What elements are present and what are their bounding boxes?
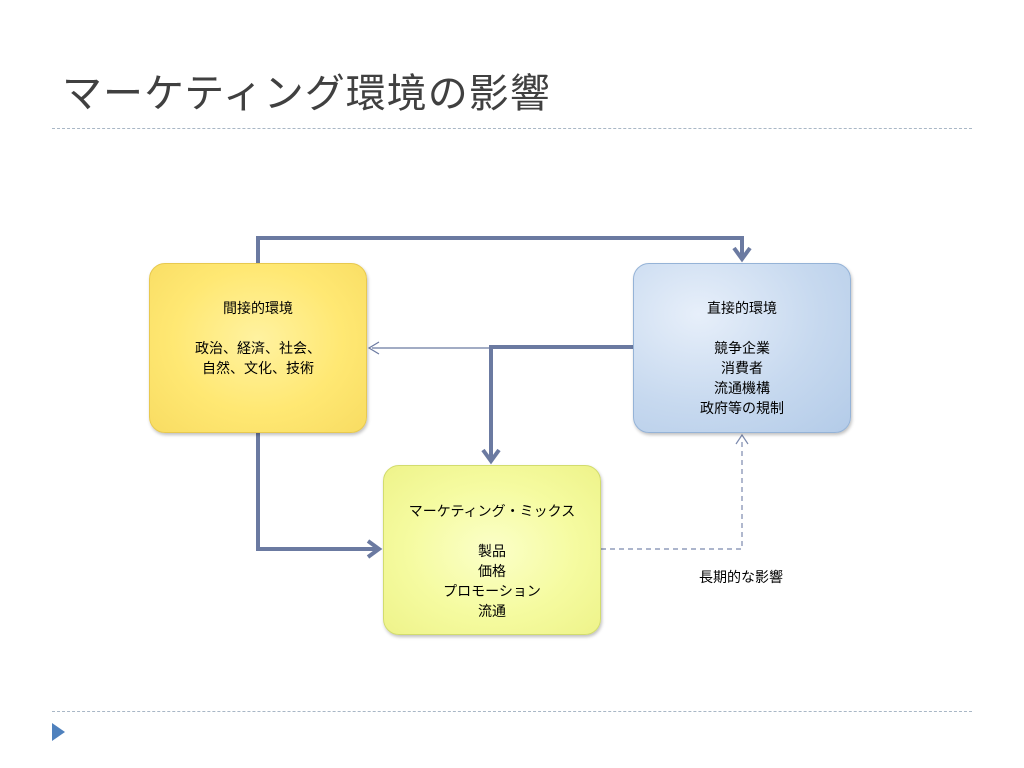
indirect-environment-heading: 間接的環境 — [223, 301, 293, 317]
marketing-mix-list: 製品 価格 プロモーション 流通 — [384, 542, 600, 622]
bullet-triangle-icon — [52, 723, 65, 741]
arrowhead-direct-to-indirect — [367, 341, 380, 355]
arrow-indirect-to-direct — [256, 236, 744, 263]
indirect-environment-list: 政治、経済、社会、 自然、文化、技術 — [150, 339, 366, 379]
arrow-indirect-to-mix — [256, 433, 378, 551]
long-term-effect-label: 長期的な影響 — [699, 570, 783, 586]
direct-environment-line: 消費者 — [721, 361, 763, 377]
direct-environment-list: 競争企業 消費者 流通機構 政府等の規制 — [634, 339, 850, 419]
footer-divider — [52, 711, 972, 712]
marketing-mix-line: 流通 — [478, 604, 506, 620]
direct-environment-box: 直接的環境 競争企業 消費者 流通機構 政府等の規制 — [633, 263, 851, 433]
direct-environment-line: 流通機構 — [714, 381, 770, 397]
indirect-environment-box: 間接的環境 政治、経済、社会、 自然、文化、技術 — [149, 263, 367, 433]
direct-environment-line: 競争企業 — [714, 341, 770, 357]
arrowhead-direct-to-mix — [481, 448, 501, 465]
marketing-mix-heading: マーケティング・ミックス — [408, 504, 576, 520]
arrowhead-indirect-to-direct — [732, 246, 752, 263]
arrowhead-indirect-to-mix — [366, 539, 383, 559]
indirect-environment-line: 政治、経済、社会、 — [195, 341, 321, 357]
slide-title: マーケティング環境の影響 — [62, 71, 551, 117]
direct-environment-heading: 直接的環境 — [707, 301, 777, 317]
marketing-mix-box: マーケティング・ミックス 製品 価格 プロモーション 流通 — [383, 465, 601, 635]
arrow-mix-to-direct-dashed — [601, 438, 743, 550]
marketing-mix-line: 製品 — [478, 544, 506, 560]
marketing-mix-line: 価格 — [478, 564, 506, 580]
arrowhead-mix-to-direct — [735, 433, 749, 445]
indirect-environment-line: 自然、文化、技術 — [202, 361, 314, 377]
title-divider — [52, 128, 972, 129]
direct-environment-line: 政府等の規制 — [700, 401, 784, 417]
marketing-mix-line: プロモーション — [443, 584, 541, 600]
